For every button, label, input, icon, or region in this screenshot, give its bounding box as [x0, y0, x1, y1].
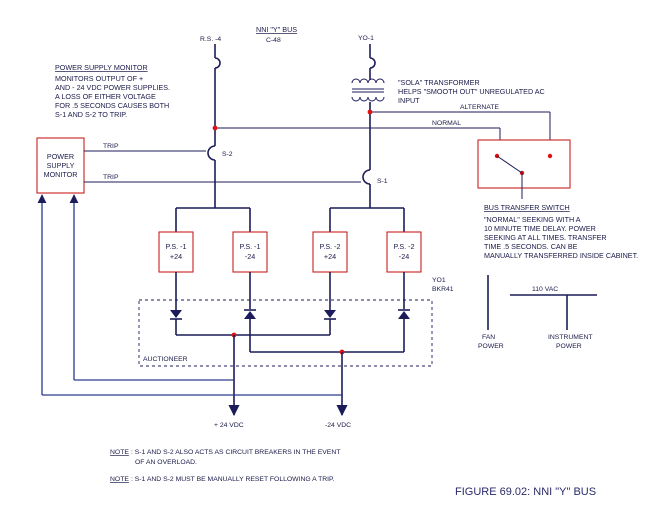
note-1: NOTE : S-1 AND S-2 ALSO ACTS AS CIRCUIT … [110, 449, 340, 466]
alternate-label: ALTERNATE [460, 104, 499, 111]
svg-text:P.S. -2: P.S. -2 [393, 242, 414, 251]
power-supply-ps2-neg: P.S. -2 -24 [386, 231, 422, 273]
svg-text:MONITORS OUTPUT OF +: MONITORS OUTPUT OF + [55, 74, 143, 83]
svg-text:POWER SUPPLY MONITOR: POWER SUPPLY MONITOR [55, 63, 148, 72]
svg-text:: S-1 AND S-2 ALSO ACTS AS CIR: : S-1 AND S-2 ALSO ACTS AS CIRCUIT BREAK… [131, 449, 340, 456]
yo1-source-label: YO-1 [358, 35, 374, 42]
fan-power-label-2: POWER [478, 343, 504, 350]
svg-text:: S-1 AND S-2 MUST BE MANUALLY: : S-1 AND S-2 MUST BE MANUALLY RESET FOL… [131, 476, 335, 483]
bts-note: BUS TRANSFER SWITCH "NORMAL" SEEKING WIT… [484, 203, 638, 260]
node-alternate [367, 109, 373, 115]
svg-text:POWER: POWER [47, 152, 74, 161]
ps2-feed [329, 207, 405, 232]
yo1-fuse [369, 44, 376, 80]
psm-note: POWER SUPPLY MONITOR MONITORS OUTPUT OF … [55, 63, 170, 119]
breaker-s1-label: S-1 [377, 178, 388, 185]
svg-text:"NORMAL" SEEKING WITH A: "NORMAL" SEEKING WITH A [484, 215, 581, 224]
auctioneer-label: AUCTIONEER [143, 356, 188, 363]
note-2: NOTE : S-1 AND S-2 MUST BE MANUALLY RESE… [110, 476, 335, 483]
vac-label: 110 VAC [532, 286, 558, 293]
diode-ps1-pos [170, 272, 182, 335]
power-supply-ps1-pos: P.S. -1 +24 [158, 231, 194, 273]
vac-distribution [487, 275, 597, 330]
svg-text:P.S. -2: P.S. -2 [319, 242, 340, 251]
bkr41-label: BKR41 [432, 286, 454, 293]
svg-text:SEEKING AT ALL TIMES. TRANSFER: SEEKING AT ALL TIMES. TRANSFER [484, 233, 607, 242]
rs-fuse [214, 44, 221, 146]
svg-text:TIME .5 SECONDS. CAN BE: TIME .5 SECONDS. CAN BE [484, 242, 578, 251]
svg-text:"SOLA" TRANSFORMER: "SOLA" TRANSFORMER [398, 78, 480, 87]
svg-text:+24: +24 [324, 252, 336, 261]
trip-label-s1: TRIP [103, 174, 119, 181]
svg-text:+24: +24 [170, 252, 182, 261]
neg-output-label: -24 VDC [325, 422, 351, 429]
svg-text:S-1 AND S-2 TO TRIP.: S-1 AND S-2 TO TRIP. [55, 110, 127, 119]
svg-text:-24: -24 [399, 252, 409, 261]
svg-text:AND - 24 VDC POWER SUPPLIES.: AND - 24 VDC POWER SUPPLIES. [55, 83, 170, 92]
normal-label: NORMAL [432, 120, 461, 127]
monitor-feedback-pos [69, 194, 234, 381]
bus-code: C-48 [266, 37, 281, 44]
instrument-power-label-2: POWER [556, 343, 582, 350]
fan-power-label-1: FAN [482, 334, 495, 341]
power-supply-ps2-pos: P.S. -2 +24 [312, 231, 348, 273]
instrument-power-label-1: INSTRUMENT [548, 334, 593, 341]
power-supply-ps1-neg: P.S. -1 -24 [232, 231, 268, 273]
bus-transfer-switch [477, 139, 571, 199]
rs-source-label: R.S. -4 [200, 36, 221, 43]
sola-transformer-symbol [351, 78, 385, 102]
diode-ps1-neg [244, 272, 256, 352]
yo1-label: YO1 [432, 277, 446, 284]
svg-text:HELPS "SMOOTH OUT" UNREGULATED: HELPS "SMOOTH OUT" UNREGULATED AC [398, 87, 545, 96]
breaker-s2 [207, 145, 216, 208]
svg-text:SUPPLY: SUPPLY [47, 161, 75, 170]
bus-title: NNI "Y" BUS [256, 25, 297, 34]
svg-text:A LOSS OF EITHER VOLTAGE: A LOSS OF EITHER VOLTAGE [55, 92, 156, 101]
svg-text:INPUT: INPUT [398, 96, 420, 105]
svg-text:NOTE: NOTE [110, 449, 129, 456]
breaker-s2-label: S-2 [222, 151, 233, 158]
svg-text:P.S. -1: P.S. -1 [165, 242, 186, 251]
svg-text:10 MINUTE TIME DELAY. POWER: 10 MINUTE TIME DELAY. POWER [484, 224, 596, 233]
ps1-feed [175, 207, 251, 232]
svg-text:NOTE: NOTE [110, 476, 129, 483]
normal-feeder [215, 127, 504, 151]
diode-ps2-neg [398, 272, 410, 352]
pos-output-label: + 24 VDC [214, 422, 244, 429]
svg-text:MANUALLY TRANSFERRED INSIDE CA: MANUALLY TRANSFERRED INSIDE CABINET. [484, 251, 638, 260]
power-supply-monitor-box: POWER SUPPLY MONITOR [36, 137, 85, 194]
auctioneer-box [138, 299, 433, 367]
svg-text:FOR .5 SECONDS CAUSES BOTH: FOR .5 SECONDS CAUSES BOTH [55, 101, 169, 110]
svg-text:MONITOR: MONITOR [44, 170, 78, 179]
breaker-s1 [362, 169, 371, 208]
svg-text:P.S. -1: P.S. -1 [239, 242, 260, 251]
trip-label-s2: TRIP [103, 143, 119, 150]
node-normal [212, 125, 218, 131]
svg-text:BUS TRANSFER SWITCH: BUS TRANSFER SWITCH [484, 203, 570, 212]
diode-ps2-pos [324, 272, 336, 335]
figure-caption: FIGURE 69.02: NNI "Y" BUS [455, 486, 596, 498]
sola-note: "SOLA" TRANSFORMER HELPS "SMOOTH OUT" UN… [398, 78, 545, 105]
svg-text:OF AN OVERLOAD.: OF AN OVERLOAD. [135, 459, 197, 466]
monitor-feedback-neg [37, 194, 342, 396]
svg-text:-24: -24 [245, 252, 255, 261]
